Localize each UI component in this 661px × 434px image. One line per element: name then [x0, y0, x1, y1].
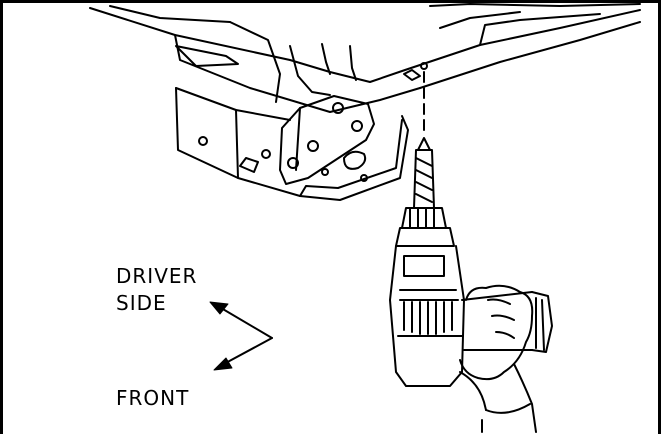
drill-body	[389, 207, 553, 387]
arrow-head-driver-side	[209, 301, 229, 315]
hand	[459, 284, 537, 433]
label-driver: DRIVER	[116, 264, 198, 288]
label-front: FRONT	[116, 386, 190, 410]
bracket-slot	[175, 45, 239, 67]
mounting-bracket	[175, 87, 409, 201]
bracket-holes	[198, 69, 421, 182]
direction-arrows	[215, 304, 273, 366]
label-side: SIDE	[116, 291, 167, 315]
arrow-head-front	[213, 357, 233, 371]
frame-rail	[89, 3, 641, 113]
drill-bit	[413, 137, 435, 209]
drill-target	[420, 62, 428, 131]
